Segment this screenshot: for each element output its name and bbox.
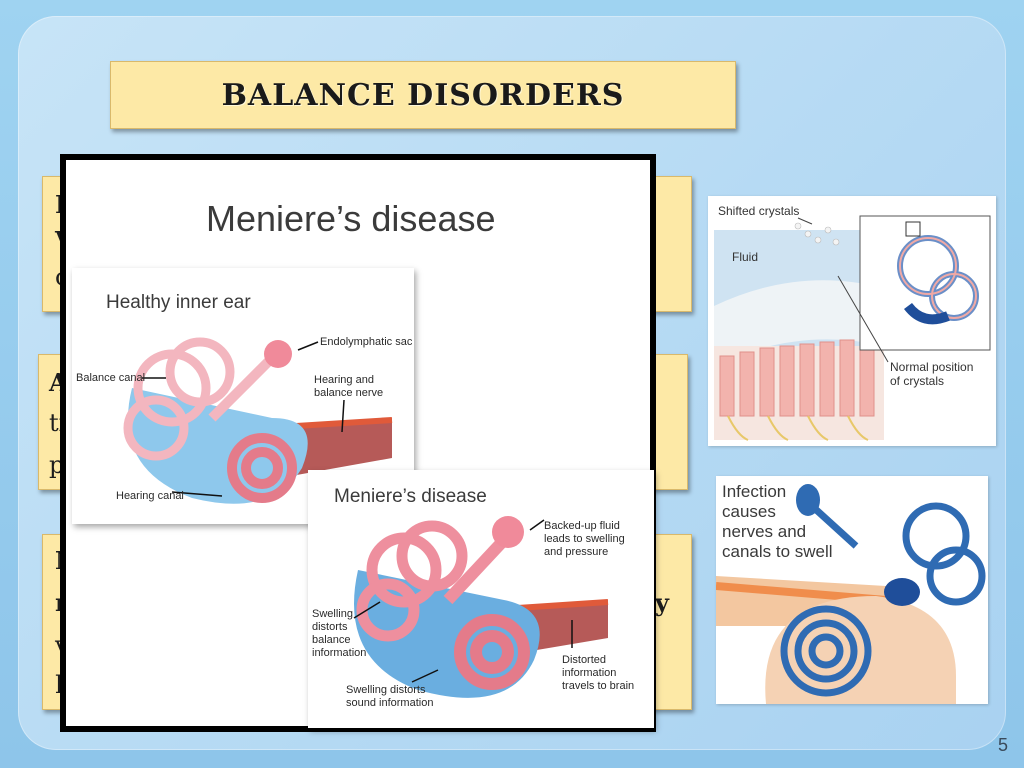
overlay-title: Meniere’s disease bbox=[206, 198, 496, 239]
healthy-ear-card: Healthy inner ear Endolymphatic sac Bala… bbox=[72, 268, 414, 524]
meniere-overlay-image: Meniere’s disease Healthy inner ear Endo… bbox=[60, 154, 656, 732]
healthy-ear-illustration bbox=[123, 337, 393, 504]
backed-up-fluid-label: Backed-up fluid leads to swelling and pr… bbox=[544, 520, 625, 558]
title-banner: BALANCE DISORDERS bbox=[110, 61, 736, 129]
hearing-canal-label: Hearing canal bbox=[116, 490, 184, 502]
infection-label: Infection causes nerves and canals to sw… bbox=[722, 482, 833, 561]
card-text-fragment: y bbox=[655, 588, 669, 617]
infection-diagram: Infection causes nerves and canals to sw… bbox=[716, 476, 988, 704]
normal-position-label: Normal position of crystals bbox=[890, 360, 974, 388]
infection-illustration bbox=[716, 484, 986, 704]
swelling-sound-label: Swelling distorts sound information bbox=[346, 684, 434, 709]
fluid-label: Fluid bbox=[732, 250, 759, 264]
balance-canal-label: Balance canal bbox=[76, 372, 146, 384]
crystals-illustration bbox=[714, 215, 991, 441]
shifted-crystals-label: Shifted crystals bbox=[718, 204, 800, 218]
swelling-balance-label: Swelling distorts balance information bbox=[312, 608, 367, 659]
meniere-ear-card: Meniere’s disease Backed-up fluid leads … bbox=[308, 470, 654, 728]
endolymphatic-sac-label: Endolymphatic sac bbox=[320, 336, 413, 348]
crystals-diagram: Shifted crystals Fluid Normal position o… bbox=[708, 196, 996, 446]
healthy-heading: Healthy inner ear bbox=[106, 292, 251, 313]
meniere-heading: Meniere’s disease bbox=[334, 486, 487, 507]
meniere-ear-illustration bbox=[353, 516, 609, 698]
page-number: 5 bbox=[997, 735, 1008, 755]
slide-title: BALANCE DISORDERS bbox=[221, 77, 625, 113]
distorted-information-label: Distorted information travels to brain bbox=[562, 654, 635, 692]
hearing-balance-nerve-label: Hearing and balance nerve bbox=[314, 374, 384, 399]
